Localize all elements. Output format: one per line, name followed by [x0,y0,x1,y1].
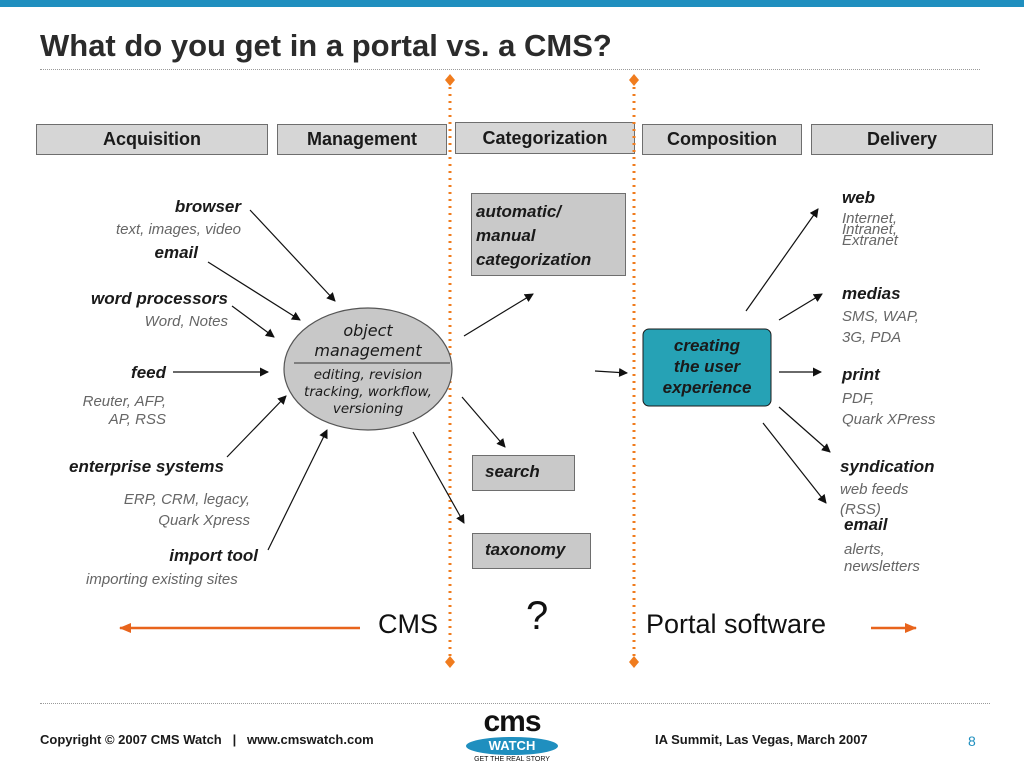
output-web-sub: Internet, Intranet, Extranet [842,210,898,249]
output-medias-label: medias [842,284,901,303]
top-accent-bar [0,0,1024,7]
auto-categorization-box: automatic/ manual categorization [471,193,626,276]
object-management-sub: editing, revision tracking, workflow, ve… [304,367,432,417]
source-word-processors-label: word processors [91,289,228,308]
source-enterprise-sub: ERP, CRM, legacy, Quark Xpress [123,491,250,529]
logo-tagline: GET THE REAL STORY [474,756,550,763]
arrow-to-search [461,396,506,448]
footer-divider [40,703,990,704]
source-word-processors-sub: Word, Notes [144,313,228,330]
object-management-ellipse [283,307,453,431]
output-web-label: web [842,188,876,207]
output-email-label: email [844,515,888,534]
source-import-tool-label: import tool [169,546,258,565]
arrow-to-experience [594,368,628,377]
output-email-sub: alerts, newsletters [844,541,920,575]
arrow-email-in [207,261,301,321]
arrow-to-taxonomy [412,431,465,524]
page-number: 8 [968,733,976,749]
output-print-sub: PDF, Quark XPress [842,390,936,428]
stage-delivery: Delivery [811,124,993,155]
source-enterprise-label: enterprise systems [69,457,224,476]
page-title: What do you get in a portal vs. a CMS? [40,28,612,63]
output-medias-sub: SMS, WAP, 3G, PDA [842,308,919,346]
arrow-enterprise [226,395,287,458]
portal-boundary-top-diamond [629,74,639,86]
source-feed-label: feed [131,363,166,382]
experience-box: creating the user experience [662,336,752,397]
logo-cms-text: cms [483,705,541,738]
arrow-email-out [762,422,827,504]
output-syndication-sub: web feeds (RSS) [840,481,909,518]
source-browser-sub: text, images, video [115,221,241,238]
footer-event: IA Summit, Las Vegas, March 2007 [655,732,868,747]
source-browser-label: browser [174,197,241,216]
arrow-word-processors [231,305,275,338]
source-feed-sub: Reuter, AFP, AP, RSS [82,393,166,428]
stage-composition: Composition [642,124,802,155]
experience-box-shape [642,328,772,407]
cms-boundary-top-diamond [445,74,455,86]
output-print-label: print [842,365,880,384]
stage-management: Management [277,124,447,155]
portal-software-label: Portal software [646,609,827,639]
arrow-browser [249,209,336,302]
object-management-title: object management [314,321,422,360]
stage-acquisition: Acquisition [36,124,268,155]
output-syndication-label: syndication [840,457,935,476]
arrow-to-categorization [463,293,534,337]
source-import-tool-sub: importing existing sites [86,571,238,588]
cms-label: CMS [378,609,438,639]
cms-boundary-bottom-diamond [445,656,455,668]
arrow-syndication [778,406,831,453]
logo-watch-text: WATCH [466,737,558,755]
search-box: search [472,455,575,491]
question-mark: ? [526,594,549,638]
taxonomy-box: taxonomy [472,533,591,569]
arrow-import-tool [267,429,328,551]
arrow-web [745,208,819,312]
source-email-label: email [154,243,198,262]
footer-copyright: Copyright © 2007 CMS Watch | www.cmswatc… [40,732,374,747]
arrow-medias [778,293,823,321]
title-underline [40,69,980,70]
cmswatch-logo: cms WATCH GET THE REAL STORY [462,705,562,766]
portal-boundary-bottom-diamond [629,656,639,668]
stage-categorization: Categorization [455,122,635,154]
